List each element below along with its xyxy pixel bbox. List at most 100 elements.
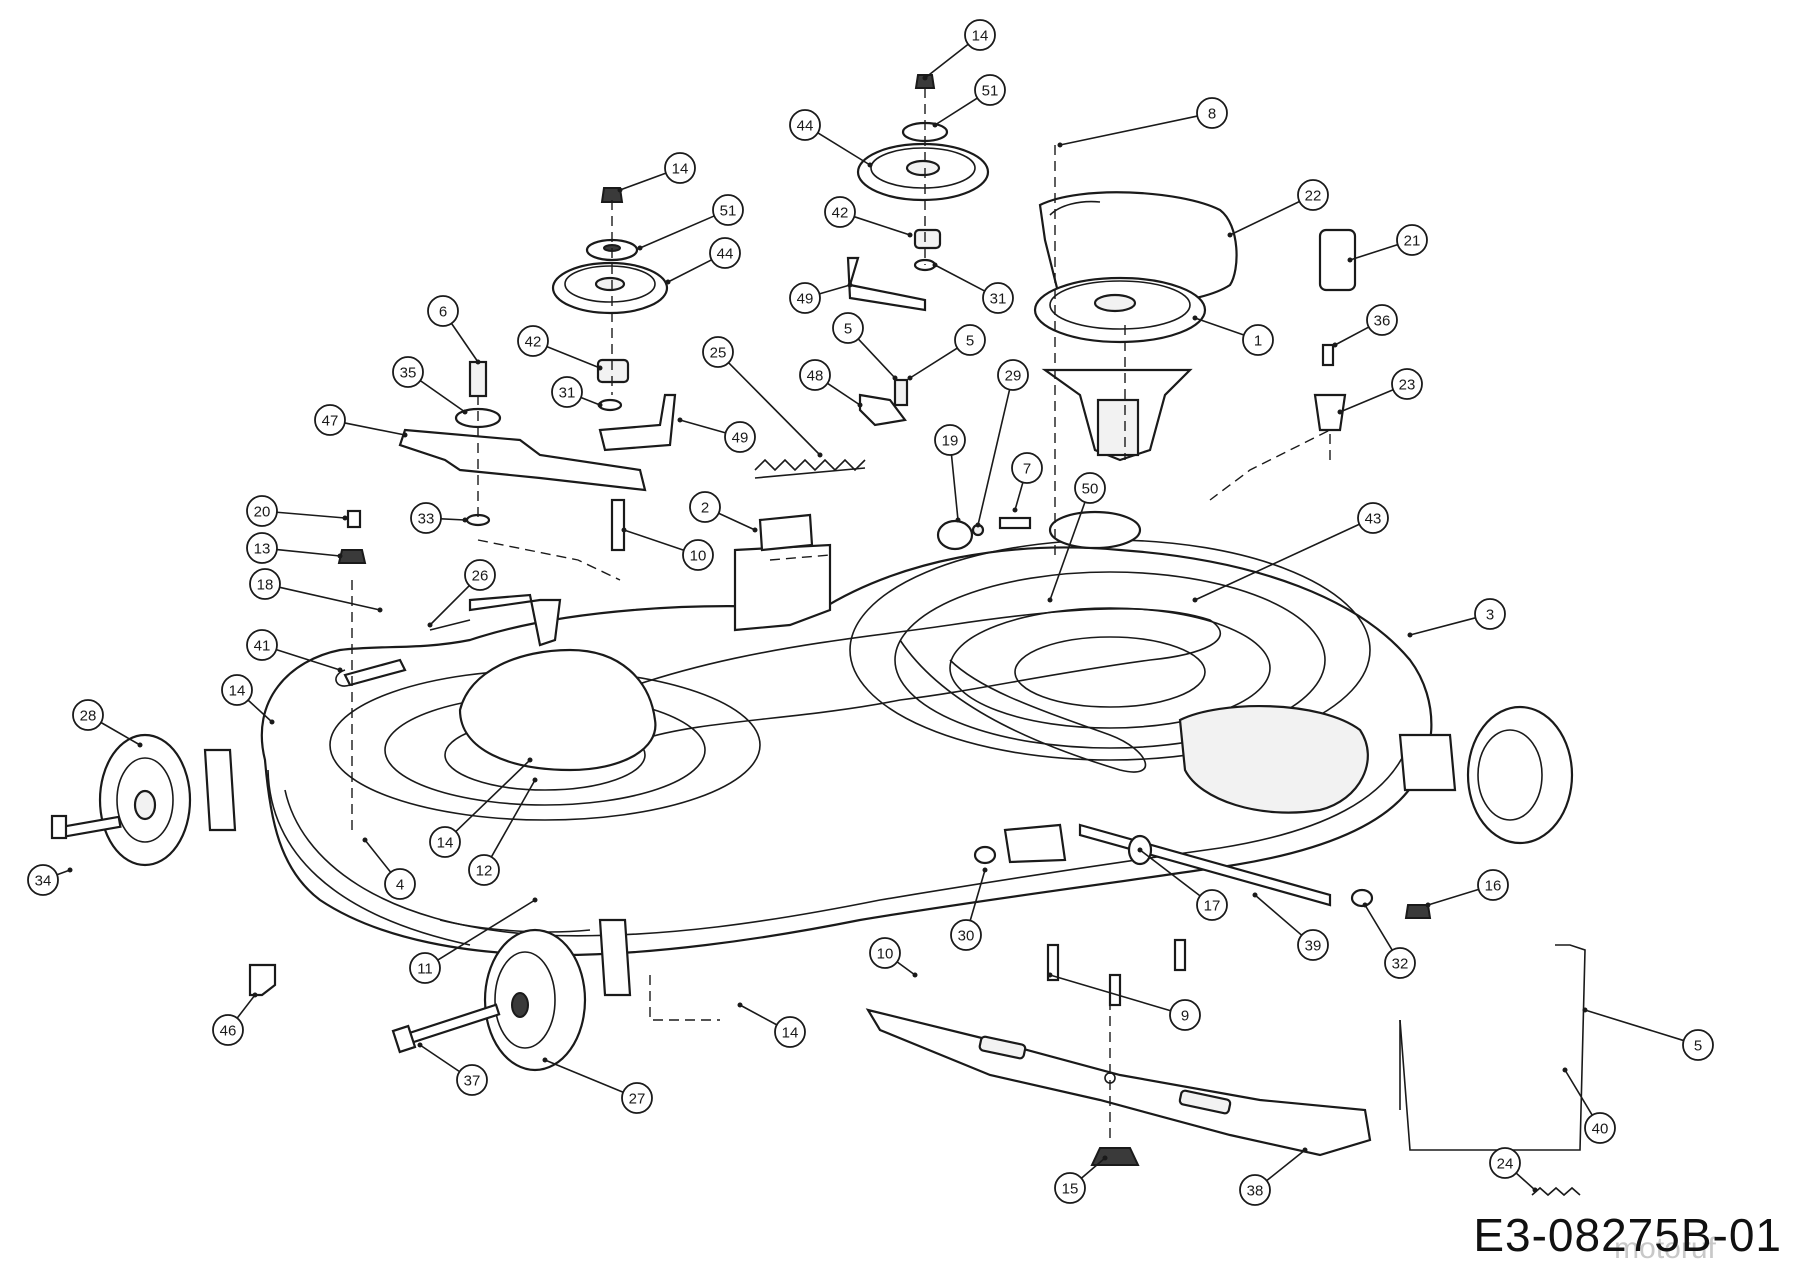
callout-bubble xyxy=(456,1064,488,1096)
callout-leader xyxy=(429,585,470,626)
callout-bubble xyxy=(997,359,1029,391)
callout-28: 28 xyxy=(72,699,143,748)
callout-leader xyxy=(247,699,273,723)
callout-label: 11 xyxy=(417,961,433,978)
callout-leader xyxy=(827,382,861,406)
callout-34: 34 xyxy=(27,864,73,896)
callout-label: 48 xyxy=(807,368,824,385)
callout-pointer xyxy=(1532,1187,1538,1193)
callout-label: 14 xyxy=(437,835,454,852)
wheel-bolt-34 xyxy=(50,814,122,840)
callout-49: 49 xyxy=(789,282,853,314)
callout-bubble xyxy=(664,152,696,184)
callout-pointer xyxy=(1332,342,1338,348)
spindle-pulley-1 xyxy=(1033,276,1207,344)
callout-50: 50 xyxy=(1047,472,1106,603)
callout-label: 23 xyxy=(1399,377,1416,394)
callout-leader xyxy=(419,379,466,413)
callout-pointer xyxy=(1192,597,1198,603)
callout-pointer xyxy=(1057,142,1063,148)
callout-leader xyxy=(639,215,715,249)
callout-label: 14 xyxy=(229,683,246,700)
spacer-20 xyxy=(346,509,362,529)
callout-pointer xyxy=(137,742,143,748)
callout-pointer xyxy=(462,517,468,523)
callout-bubble xyxy=(27,864,59,896)
callout-42: 42 xyxy=(824,196,913,238)
callout-48: 48 xyxy=(799,359,863,408)
callout-label: 22 xyxy=(1305,188,1322,205)
callout-pointer xyxy=(932,262,938,268)
callout-51: 51 xyxy=(637,194,744,251)
callout-leader xyxy=(437,899,536,961)
callout-label: 10 xyxy=(690,548,707,565)
callout-leader xyxy=(667,259,712,283)
bearing-housing-23 xyxy=(1313,393,1347,432)
callout-1: 1 xyxy=(1192,315,1274,356)
callout-label: 5 xyxy=(966,333,974,350)
callout-36: 36 xyxy=(1332,304,1398,348)
callout-label: 40 xyxy=(1592,1121,1609,1138)
callout-pointer xyxy=(1425,902,1431,908)
right-wheel xyxy=(1398,705,1574,845)
callout-pointer xyxy=(1347,257,1353,263)
callout-bubble xyxy=(246,532,278,564)
callout-label: 51 xyxy=(720,203,737,220)
callout-leader xyxy=(679,419,726,434)
callout-pointer xyxy=(621,527,627,533)
callout-pointer xyxy=(932,122,938,128)
callout-pointer xyxy=(1137,847,1143,853)
callout-leader xyxy=(1515,1172,1536,1191)
callout-pointer xyxy=(417,1042,423,1048)
engage-bracket-2 xyxy=(733,513,832,632)
callout-pointer xyxy=(857,402,863,408)
spring-24 xyxy=(1531,1186,1581,1197)
callout-10: 10 xyxy=(621,527,714,571)
callout-26: 26 xyxy=(427,559,496,628)
callout-8: 8 xyxy=(1057,97,1228,148)
callout-46: 46 xyxy=(212,992,258,1046)
callout-bubble xyxy=(517,325,549,357)
callout-label: 42 xyxy=(525,334,542,351)
callout-leader xyxy=(739,1004,778,1026)
callout-label: 13 xyxy=(254,541,271,558)
callout-bubble xyxy=(314,404,346,436)
callout-leader xyxy=(718,512,756,531)
callout-7: 7 xyxy=(1011,452,1043,513)
callout-pointer xyxy=(532,897,538,903)
callout-bubble xyxy=(468,854,500,886)
spacer-21 xyxy=(1318,228,1357,292)
callout-20: 20 xyxy=(246,495,348,527)
callout-label: 42 xyxy=(832,205,849,222)
callout-label: 34 xyxy=(35,873,52,890)
callout-label: 17 xyxy=(1204,898,1221,915)
callout-14: 14 xyxy=(429,757,533,858)
callout-leader xyxy=(440,517,466,521)
callout-bubble xyxy=(392,356,424,388)
callout-9: 9 xyxy=(1047,972,1201,1031)
callout-label: 14 xyxy=(972,28,989,45)
callout-pointer xyxy=(975,522,981,528)
callout-10: 10 xyxy=(869,937,918,978)
callout-label: 43 xyxy=(1365,511,1382,528)
callout-pointer xyxy=(922,75,928,81)
callout-label: 9 xyxy=(1181,1008,1189,1025)
callout-label: 7 xyxy=(1023,461,1031,478)
callout-leader xyxy=(727,362,821,456)
callout-leader xyxy=(857,338,896,379)
bracket-49-left xyxy=(598,393,677,452)
callout-44: 44 xyxy=(789,109,873,168)
callout-bubble xyxy=(1074,472,1106,504)
idler-pulley-left xyxy=(551,187,669,412)
callout-leader xyxy=(934,264,986,292)
callout-leader xyxy=(1059,115,1198,146)
callout-bubble xyxy=(1489,1147,1521,1179)
callout-leader xyxy=(623,529,685,551)
callout-35: 35 xyxy=(392,356,468,415)
callout-leader xyxy=(1194,523,1360,601)
callout-label: 39 xyxy=(1305,938,1322,955)
callout-bubble xyxy=(221,674,253,706)
callout-bubble xyxy=(709,237,741,269)
callout-bubble xyxy=(869,937,901,969)
callout-label: 6 xyxy=(439,304,447,321)
